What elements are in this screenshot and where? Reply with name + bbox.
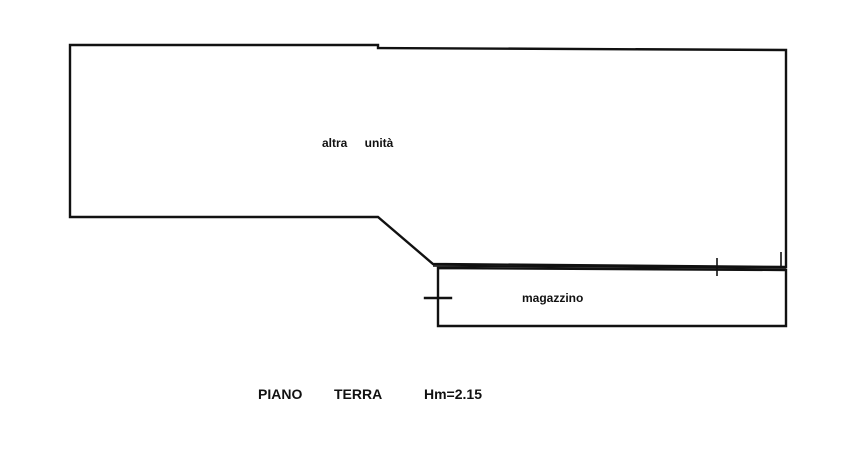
floor-caption-height: Hm=2.15: [424, 386, 482, 402]
floor-caption-level: TERRA: [334, 386, 382, 402]
storage-room-outline: [436, 266, 788, 328]
floor-caption-name: PIANO: [258, 386, 302, 402]
other-unit-outline: [68, 43, 788, 269]
room-label-other-unit: altra unità: [322, 136, 394, 150]
storage-top-wall-inner: [432, 265, 787, 269]
room-label-storage: magazzino: [522, 291, 583, 305]
